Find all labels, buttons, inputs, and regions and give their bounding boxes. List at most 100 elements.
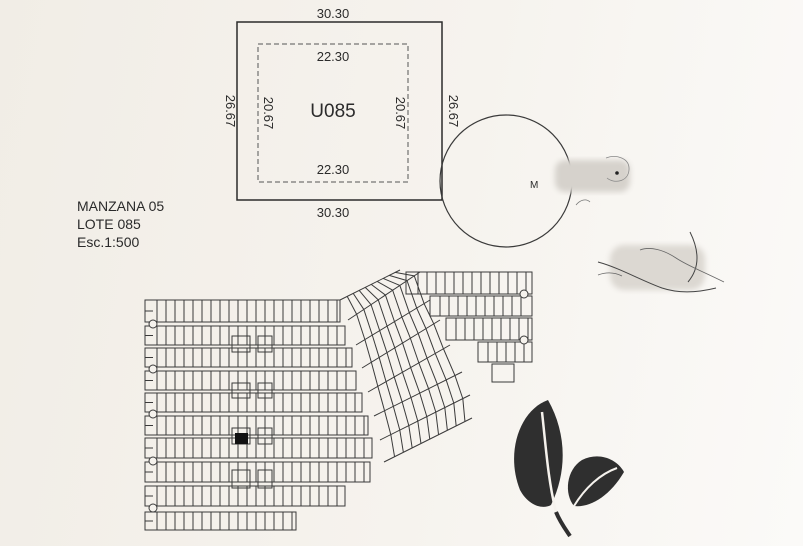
diagonal-lot-divider [384,410,392,435]
diagonal-lot-divider [363,309,373,336]
lot-outer-boundary [236,21,443,201]
diagonal-lot-divider [383,277,401,286]
diagonal-lot-divider [385,381,394,407]
small-lot [231,335,251,353]
diagonal-lot-divider [435,412,440,435]
compass-dot [615,171,619,175]
diagonal-lot-divider [401,316,411,339]
dim-outer-right: 26.67 [446,95,461,128]
diagonal-street [379,394,471,441]
dim-outer-left: 26.67 [223,95,238,128]
street-end [148,319,158,329]
small-lot [257,382,273,399]
diagonal-lot-divider [401,401,410,426]
diagonal-lot-divider [410,367,421,394]
lot-strip [144,392,363,413]
diagonal-street [339,269,401,301]
dim-inner-bottom: 22.30 [317,162,350,177]
dim-outer-bottom: 30.30 [317,205,350,220]
diagonal-lot-divider [377,386,386,411]
diagonal-street [367,344,451,393]
diagonal-lot-divider [394,321,404,344]
diagonal-lot-divider [434,353,447,381]
diagonal-lot-divider [386,325,396,349]
diagonal-lot-divider [442,348,456,376]
street-end [519,289,529,299]
diagonal-lot-divider [418,362,430,389]
diagonal-lot-divider [453,403,457,426]
small-lot [257,427,273,445]
street-end [148,364,158,374]
blurred-compass-label [555,160,630,192]
diagonal-lot-divider [425,328,436,354]
diagonal-lot-divider [371,334,380,358]
diagonal-lot-divider [402,342,412,368]
small-lot [231,469,251,489]
diagonal-lot-divider [370,362,379,387]
right-block [491,363,515,383]
right-block [405,271,533,295]
diagonal-lot-divider [399,285,410,313]
scale-label: Esc.1:500 [77,234,140,250]
dim-inner-top: 22.30 [317,49,350,64]
lot-label: LOTE 085 [77,216,141,232]
lot-detail: 30.30 30.30 22.30 22.30 26.67 20.67 20.6… [223,6,461,220]
diagonal-lot-divider [454,375,464,399]
diagonal-lot-divider [390,434,396,457]
diagonal-lot-divider [377,299,388,327]
diagonal-lot-divider [394,347,403,373]
lot-legend: MANZANA 05 LOTE 085 Esc.1:500 [77,197,164,251]
diagonal-lot-divider [416,307,427,329]
street-end [519,335,529,345]
selected-lot-085 [235,433,248,444]
diagonal-lot-divider [393,376,403,403]
dim-outer-top: 30.30 [317,6,350,21]
compass-letter: M [530,180,538,191]
block-label: MANZANA 05 [77,198,165,214]
lot-building-line [257,43,409,183]
circle-outline [439,114,573,248]
orientation-circle: M [439,114,630,248]
diagonal-lot-divider [410,397,419,422]
diagonal-lot-divider [370,304,381,331]
leaf-logo-icon [514,400,624,539]
diagonal-lot-divider [378,357,387,382]
diagonal-lot-divider [428,388,437,413]
diagonal-lot-divider [423,303,435,325]
diagonal-lot-divider [389,274,408,282]
diagonal-lot-divider [392,290,403,318]
diagonal-street [361,319,441,369]
diagonal-lot-divider [352,293,365,310]
lot-strip [144,299,341,323]
right-block [477,341,533,363]
diagonal-lot-divider [364,339,372,363]
dim-inner-right: 20.67 [393,97,408,130]
diagonal-lot-divider [413,275,425,304]
diagonal-lot-divider [395,271,415,277]
diagonal-lot-divider [379,330,388,353]
diagonal-lot-divider [384,294,395,322]
diagonal-lot-divider [426,416,431,440]
dim-inner-left: 20.67 [261,97,276,130]
diagonal-lot-divider [401,372,412,398]
diagonal-lot-divider [433,323,444,349]
signature-scribble [597,231,725,293]
site-plan [144,269,533,531]
street-end [148,409,158,419]
diagonal-lot-divider [444,407,448,431]
diagonal-street [373,371,463,417]
diagonal-lot-divider [419,392,428,417]
small-lot [231,382,251,399]
compass-tick [575,199,591,206]
diagonal-lot-divider [356,314,366,340]
diagonal-lot-divider [462,398,466,422]
small-lot [257,335,273,353]
diagonal-lot-divider [358,290,372,305]
lot-strip [144,347,353,368]
diagonal-lot-divider [392,406,401,431]
diagonal-lot-divider [408,312,419,334]
right-block [429,295,533,317]
diagonal-lot-divider [386,352,395,378]
small-lot [257,469,273,489]
